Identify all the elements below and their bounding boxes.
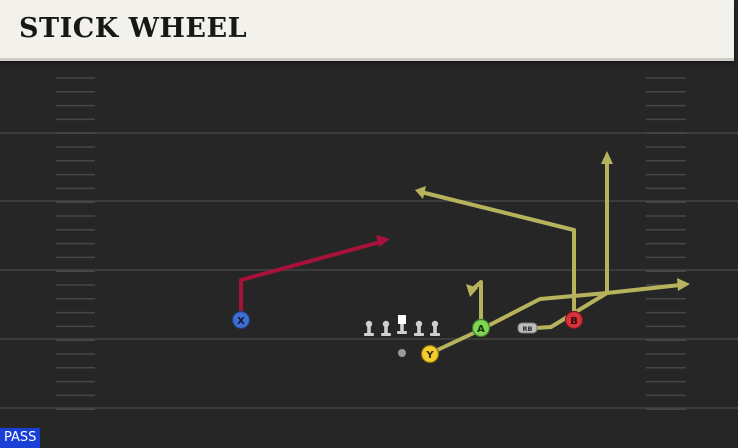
player-y[interactable]: Y [420,344,440,364]
center-icon [397,315,407,334]
rb-route [534,160,609,330]
player-x-label: X [237,316,245,327]
play-title-bar: STICK WHEEL [0,0,734,61]
play-title: STICK WHEEL [19,13,248,44]
player-x[interactable]: X [231,310,251,330]
player-rb[interactable]: RB [517,322,538,334]
yard-lines [0,132,738,409]
hash-marks-left [56,77,95,410]
a-route-arrowhead [466,284,478,297]
y-route-arrowhead [677,278,690,291]
lineman-icon [414,320,424,336]
b-route [423,191,576,320]
player-a[interactable]: A [471,318,491,338]
player-rb-label: RB [523,325,533,333]
x-route-arrowhead [376,235,390,247]
rb-route-arrowhead [601,151,613,164]
play-type-badge: PASS [0,428,41,448]
player-b[interactable]: B [564,310,584,330]
lineman-icon [381,320,391,336]
player-a-label: A [477,324,485,335]
offensive-line [364,315,440,336]
y-route [429,283,682,355]
lineman-icon [430,320,440,336]
x-route [239,240,382,321]
hash-marks-right [646,77,686,410]
quarterback-marker [398,349,406,357]
player-y-label: Y [425,350,434,361]
player-b-label: B [570,316,578,327]
b-route-arrowhead [415,186,426,199]
a-route [471,280,483,329]
lineman-icon [364,320,374,336]
